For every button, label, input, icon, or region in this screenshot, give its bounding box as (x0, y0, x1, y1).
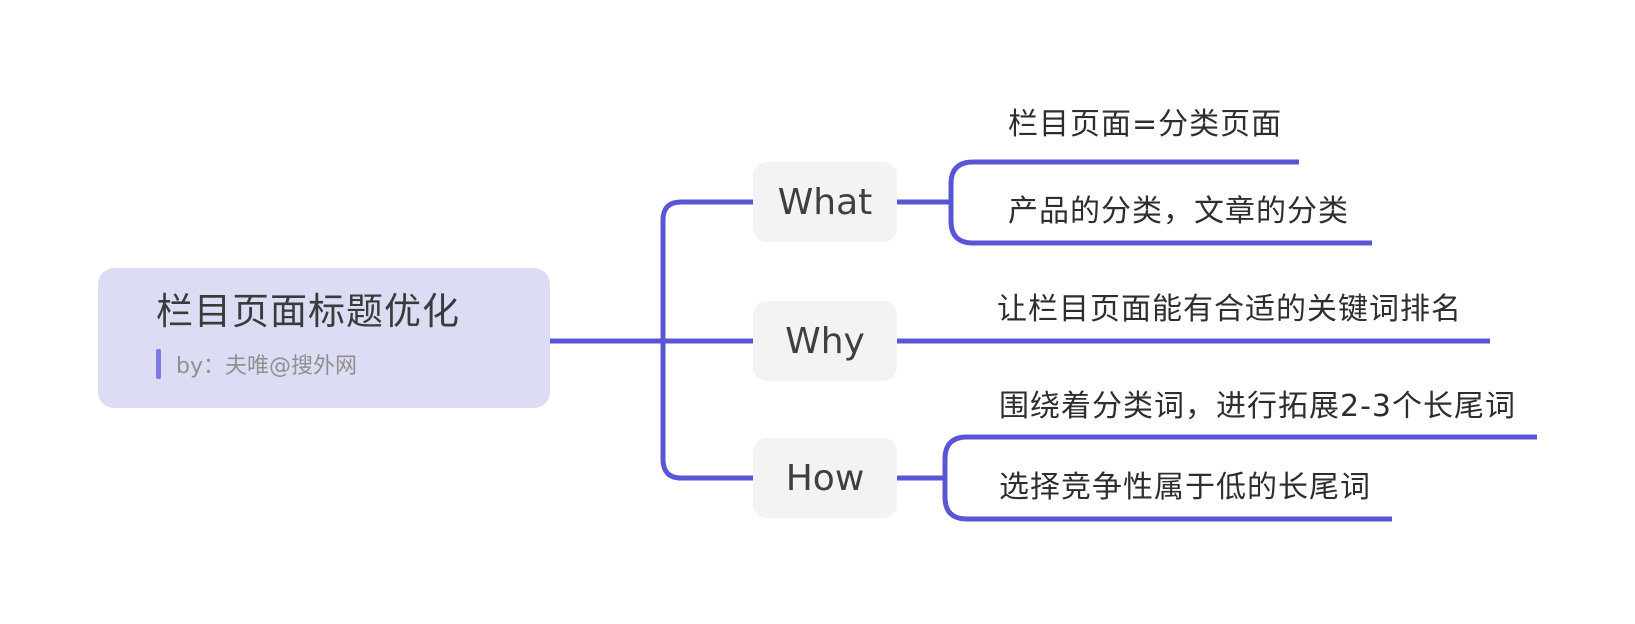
byline-text: by：夫唯@搜外网 (176, 354, 357, 379)
root-topic-title: 栏目页面标题优化 (156, 290, 460, 333)
how-children-bracket (942, 434, 1537, 522)
what-children-bracket (948, 159, 1372, 246)
topic-node-how[interactable]: How (753, 438, 897, 518)
trunk-connector (660, 199, 753, 481)
root-topic-node[interactable]: 栏目页面标题优化 by：夫唯@搜外网 (98, 268, 550, 408)
leaf-how-child-2[interactable]: 选择竞争性属于低的长尾词 (999, 470, 1371, 505)
topic-label-how: How (785, 457, 865, 499)
byline-accent-bar (156, 349, 161, 379)
leaf-how-child-1[interactable]: 围绕着分类词，进行拓展2-3个长尾词 (999, 389, 1516, 424)
root-byline: by：夫唯@搜外网 (156, 348, 550, 380)
topic-label-why: Why (785, 320, 865, 362)
leaf-what-child-2[interactable]: 产品的分类，文章的分类 (1008, 194, 1349, 229)
leaf-why-child-1[interactable]: 让栏目页面能有合适的关键词排名 (997, 292, 1462, 327)
topic-node-why[interactable]: Why (753, 301, 897, 381)
topic-label-what: What (777, 181, 873, 223)
topic-node-what[interactable]: What (753, 162, 897, 242)
leaf-what-child-1[interactable]: 栏目页面=分类页面 (1008, 107, 1283, 142)
